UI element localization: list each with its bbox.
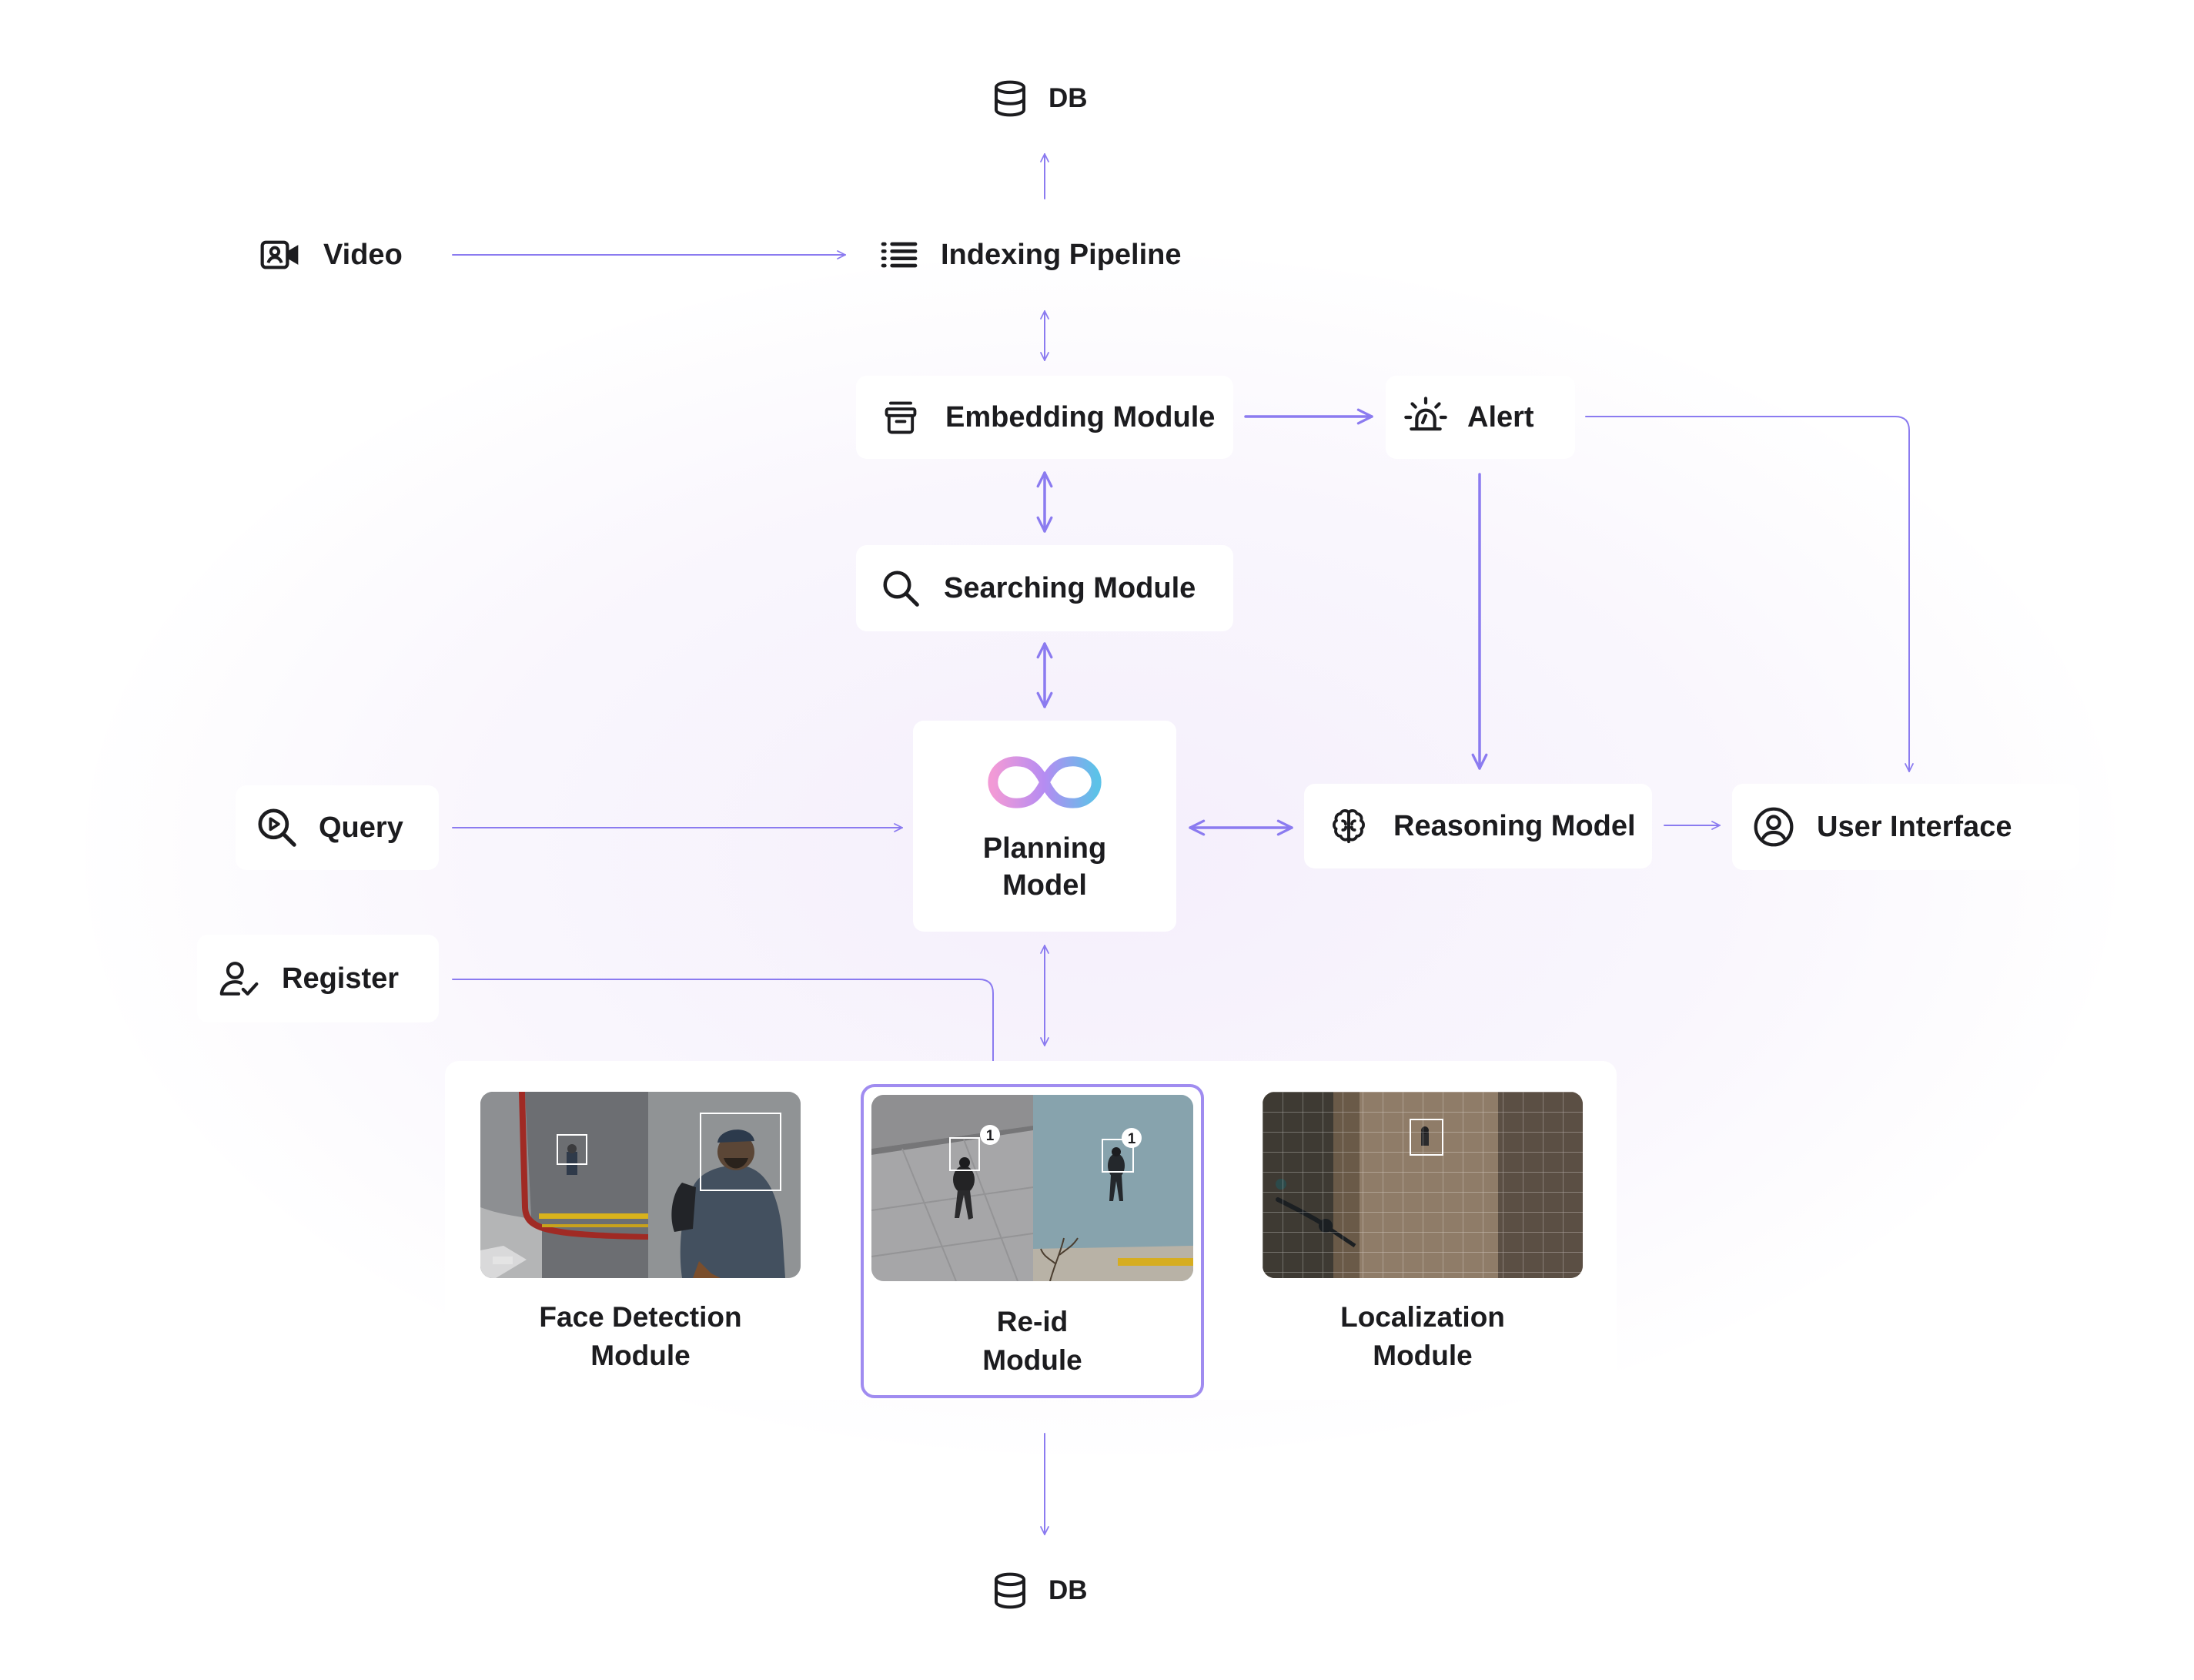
edge-alert-to-ui [1585,416,1914,772]
modules-panel: Face Detection Module 1 [445,1061,1617,1400]
database-icon [994,1572,1026,1609]
reid-line2: Module [982,1344,1082,1376]
face-detection-line1: Face Detection [539,1301,742,1333]
localization-line2: Module [1373,1340,1473,1371]
reid-module-card[interactable]: 1 1 Re-id Module [861,1084,1204,1398]
brain-icon [1333,809,1365,844]
localization-line1: Localization [1340,1301,1505,1333]
user-check-icon [219,962,259,996]
search-icon [883,571,919,607]
reid-line1: Re-id [996,1306,1069,1337]
infinity-logo-icon [988,756,1102,808]
siren-icon [1404,397,1447,431]
embedding-module-node[interactable]: Embedding Module [856,376,1233,459]
database-icon [994,80,1026,117]
face-detection-thumbnail [480,1092,801,1278]
db-top-node[interactable]: DB [988,75,1088,122]
face-detection-line2: Module [590,1340,691,1371]
embedding-module-label: Embedding Module [945,400,1216,433]
db-top-label: DB [1049,83,1088,113]
edge-register-to-reid [452,979,998,1085]
localization-caption: Localization Module [1263,1298,1583,1375]
list-icon [881,242,918,268]
localization-module-card[interactable]: Localization Module [1263,1092,1583,1384]
indexing-pipeline-node[interactable]: Indexing Pipeline [878,231,1182,279]
indexing-pipeline-label: Indexing Pipeline [941,238,1182,271]
reid-badge-right: 1 [1128,1131,1136,1147]
searching-module-label: Searching Module [944,571,1196,604]
reid-badge-left: 1 [986,1128,995,1144]
reasoning-model-label: Reasoning Model [1393,809,1636,842]
planning-model-node[interactable]: Planning Model [913,721,1176,932]
search-play-icon [258,808,296,847]
db-bottom-node[interactable]: DB [988,1568,1088,1614]
localization-thumbnail [1263,1092,1583,1278]
face-detection-caption: Face Detection Module [480,1298,801,1375]
video-camera-icon [260,240,299,269]
reid-thumbnail: 1 1 [871,1095,1193,1281]
video-label: Video [323,238,403,271]
query-node[interactable]: Query [236,785,439,870]
db-bottom-label: DB [1049,1575,1088,1605]
user-circle-icon [1754,807,1794,847]
reasoning-model-node[interactable]: Reasoning Model [1304,784,1652,868]
archive-box-icon [885,401,917,434]
planning-model-line2: Model [1002,869,1087,902]
register-label: Register [282,962,400,995]
reid-caption: Re-id Module [864,1303,1201,1380]
alert-node[interactable]: Alert [1386,376,1575,459]
register-node[interactable]: Register [197,935,439,1022]
alert-label: Alert [1467,400,1534,433]
query-label: Query [319,811,403,844]
face-detection-module-card[interactable]: Face Detection Module [480,1092,801,1384]
searching-module-node[interactable]: Searching Module [856,545,1233,631]
user-interface-node[interactable]: User Interface [1732,784,2079,870]
user-interface-label: User Interface [1817,810,2012,843]
video-node[interactable]: Video [259,231,403,279]
planning-model-line1: Planning [982,832,1107,865]
